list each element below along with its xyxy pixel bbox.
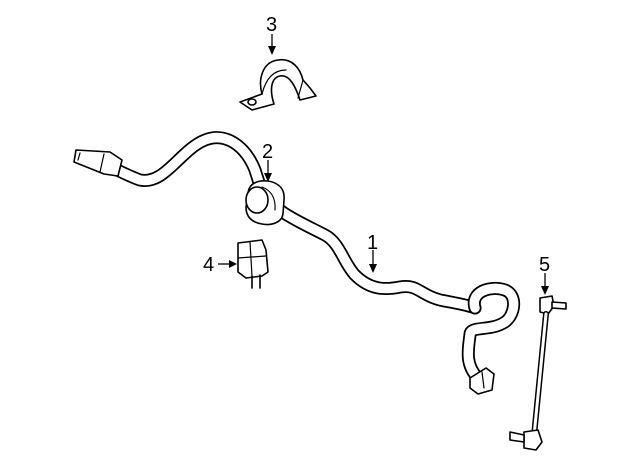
stabilizer-bar <box>73 131 521 395</box>
callout-5: 5 <box>539 254 550 276</box>
callout-1: 1 <box>367 232 378 254</box>
callout-leaders <box>218 34 549 295</box>
callout-3: 3 <box>266 14 277 36</box>
stabilizer-bushing <box>245 180 285 226</box>
bushing-insert <box>237 239 269 289</box>
bushing-bracket <box>239 58 317 111</box>
callout-2: 2 <box>262 141 273 163</box>
callout-4: 4 <box>203 254 214 276</box>
stabilizer-link <box>509 295 567 451</box>
